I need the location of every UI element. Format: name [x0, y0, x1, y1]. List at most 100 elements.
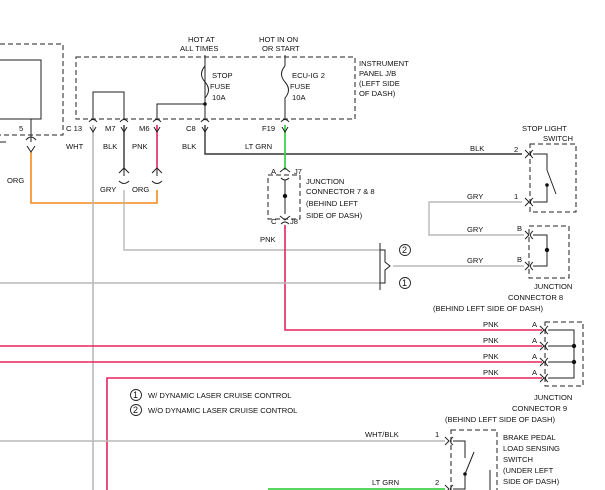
stop-fuse-label-2: FUSE	[210, 82, 230, 91]
brake-switch-pin-2: 2	[435, 478, 439, 487]
junction-7-8-label-2: CONNECTOR 7 & 8	[306, 187, 375, 196]
m6-lower-terminal	[151, 167, 163, 184]
junction-9-terminal-4	[539, 373, 549, 383]
ecu-fuse-label-3: 10A	[292, 93, 306, 102]
wire-gry-switch	[428, 201, 524, 236]
panel-label-4: OF DASH)	[359, 89, 396, 98]
label-lt-grn-bottom: LT GRN	[372, 478, 399, 487]
svg-text:2: 2	[133, 405, 138, 415]
brake-switch-contacts	[453, 440, 466, 490]
stop-switch-pivot	[545, 183, 549, 187]
junction-8-label-1: JUNCTION	[534, 282, 572, 291]
stop-fuse-label-1: STOP	[212, 71, 233, 80]
label-gry-lower: GRY	[100, 185, 116, 194]
label-pnk-a4: PNK	[483, 368, 499, 377]
j8-pin-c: C	[271, 217, 277, 226]
label-gry-switch: GRY	[467, 192, 483, 201]
brake-switch-box	[450, 429, 498, 490]
left-unit-component	[0, 59, 42, 120]
label-pnk-a3: PNK	[483, 352, 499, 361]
junction-9-label-3: (BEHIND LEFT SIDE OF DASH)	[445, 415, 555, 424]
stop-switch-pin-1-terminal	[524, 197, 534, 207]
junction-8-pin-b1: B	[517, 224, 522, 233]
panel-label-2: PANEL J/B	[359, 69, 396, 78]
junction-7-8-label-3: (BEHIND LEFT	[306, 199, 358, 208]
instrument-panel-box	[75, 56, 356, 120]
label-pnk-a1: PNK	[483, 320, 499, 329]
connector-m7: M7	[105, 124, 116, 133]
connector-f19: F19	[262, 124, 275, 133]
label-ltgrn-f19: LT GRN	[245, 142, 272, 151]
junction-8-box	[528, 225, 570, 279]
junction-9-node-1	[571, 343, 577, 349]
label-wht: WHT	[66, 142, 84, 151]
junction-9-node-2	[571, 359, 577, 365]
junction-7-8-label-4: SIDE OF DASH)	[306, 211, 363, 220]
stop-switch-pin-2-terminal	[524, 149, 534, 159]
junction-9-pin-a3: A	[532, 352, 538, 361]
brake-switch-label-4: (UNDER LEFT	[503, 466, 554, 475]
stop-fuse-symbol	[201, 65, 209, 119]
junction-8-node	[544, 247, 550, 253]
stop-switch-pin-1: 1	[514, 192, 518, 201]
label-pnk-m6: PNK	[132, 142, 148, 151]
junction-9-terminal-2	[539, 341, 549, 351]
ecu-fuse-label-2: FUSE	[290, 82, 310, 91]
internal-loop	[92, 91, 125, 119]
brake-switch-label-1: BRAKE PEDAL	[503, 433, 556, 442]
junction-9-terminal-3	[539, 357, 549, 367]
legend-text-2: W/O DYNAMIC LASER CRUISE CONTROL	[148, 406, 297, 415]
label-blk-c8: BLK	[182, 142, 196, 151]
ecu-fuse-symbol	[281, 65, 289, 119]
connector-m6: M6	[139, 124, 150, 133]
junction-9-label-2: CONNECTOR 9	[512, 404, 567, 413]
junction-9-pin-a4: A	[532, 368, 538, 377]
brake-switch-blade	[464, 451, 475, 475]
wire-org-left	[30, 152, 158, 204]
left-pin-5: 5	[19, 124, 23, 133]
junction-9-box	[544, 321, 584, 387]
brake-switch-pin-2-terminal	[444, 484, 454, 490]
svg-text:1: 1	[402, 278, 407, 288]
variant-brace	[379, 243, 391, 290]
wire-pnk-a4	[106, 377, 542, 490]
legend-marker-2: 2	[130, 404, 142, 416]
brake-switch-label-5: SIDE OF DASH)	[503, 477, 560, 486]
stop-light-switch-label-1: STOP LIGHT	[522, 124, 567, 133]
junction-7-8-label-1: JUNCTION	[306, 177, 344, 186]
connector-c8: C8	[186, 124, 196, 133]
wire-gry-branch	[123, 190, 380, 251]
junction-8-b1-terminal	[524, 230, 534, 240]
label-blk-right: BLK	[470, 144, 484, 153]
junction-8-label-2: CONNECTOR 8	[508, 293, 563, 302]
m7-lower-terminal	[118, 167, 130, 184]
brake-switch-pin-1: 1	[435, 430, 439, 439]
junction-8-label-3: (BEHIND LEFT SIDE OF DASH)	[433, 304, 543, 313]
svg-text:1: 1	[133, 390, 138, 400]
label-org-lower: ORG	[132, 185, 149, 194]
wire-blk-c8	[204, 125, 522, 155]
hot-in-on-2: OR START	[262, 44, 300, 53]
stop-light-switch-label-2: SWITCH	[543, 134, 573, 143]
junction-8-pin-b2: B	[517, 255, 522, 264]
label-gry-b1: GRY	[467, 225, 483, 234]
svg-text:2: 2	[402, 245, 407, 255]
hot-at-all-times-2: ALL TIMES	[180, 44, 218, 53]
internal-link-m6-c8	[156, 60, 206, 119]
left-org-label: ORG	[7, 176, 24, 185]
junction-9-pin-a2: A	[532, 336, 538, 345]
panel-connector-terminals	[88, 119, 290, 133]
variant-marker-1: 1	[399, 277, 411, 289]
hot-in-on-1: HOT IN ON	[259, 35, 298, 44]
stop-switch-pin-2: 2	[514, 145, 518, 154]
junction-7-8-node	[282, 193, 288, 199]
stop-fuse-node	[203, 102, 207, 106]
j8-label: J8	[290, 217, 298, 226]
brake-switch-label-2: LOAD SENSING	[503, 444, 560, 453]
junction-9-pin-a1: A	[532, 320, 538, 329]
label-wht-blk: WHT/BLK	[365, 430, 399, 439]
stop-fuse-label-3: 10A	[212, 93, 226, 102]
junction-9-label-1: JUNCTION	[534, 393, 572, 402]
left-unit-terminal	[25, 136, 37, 153]
